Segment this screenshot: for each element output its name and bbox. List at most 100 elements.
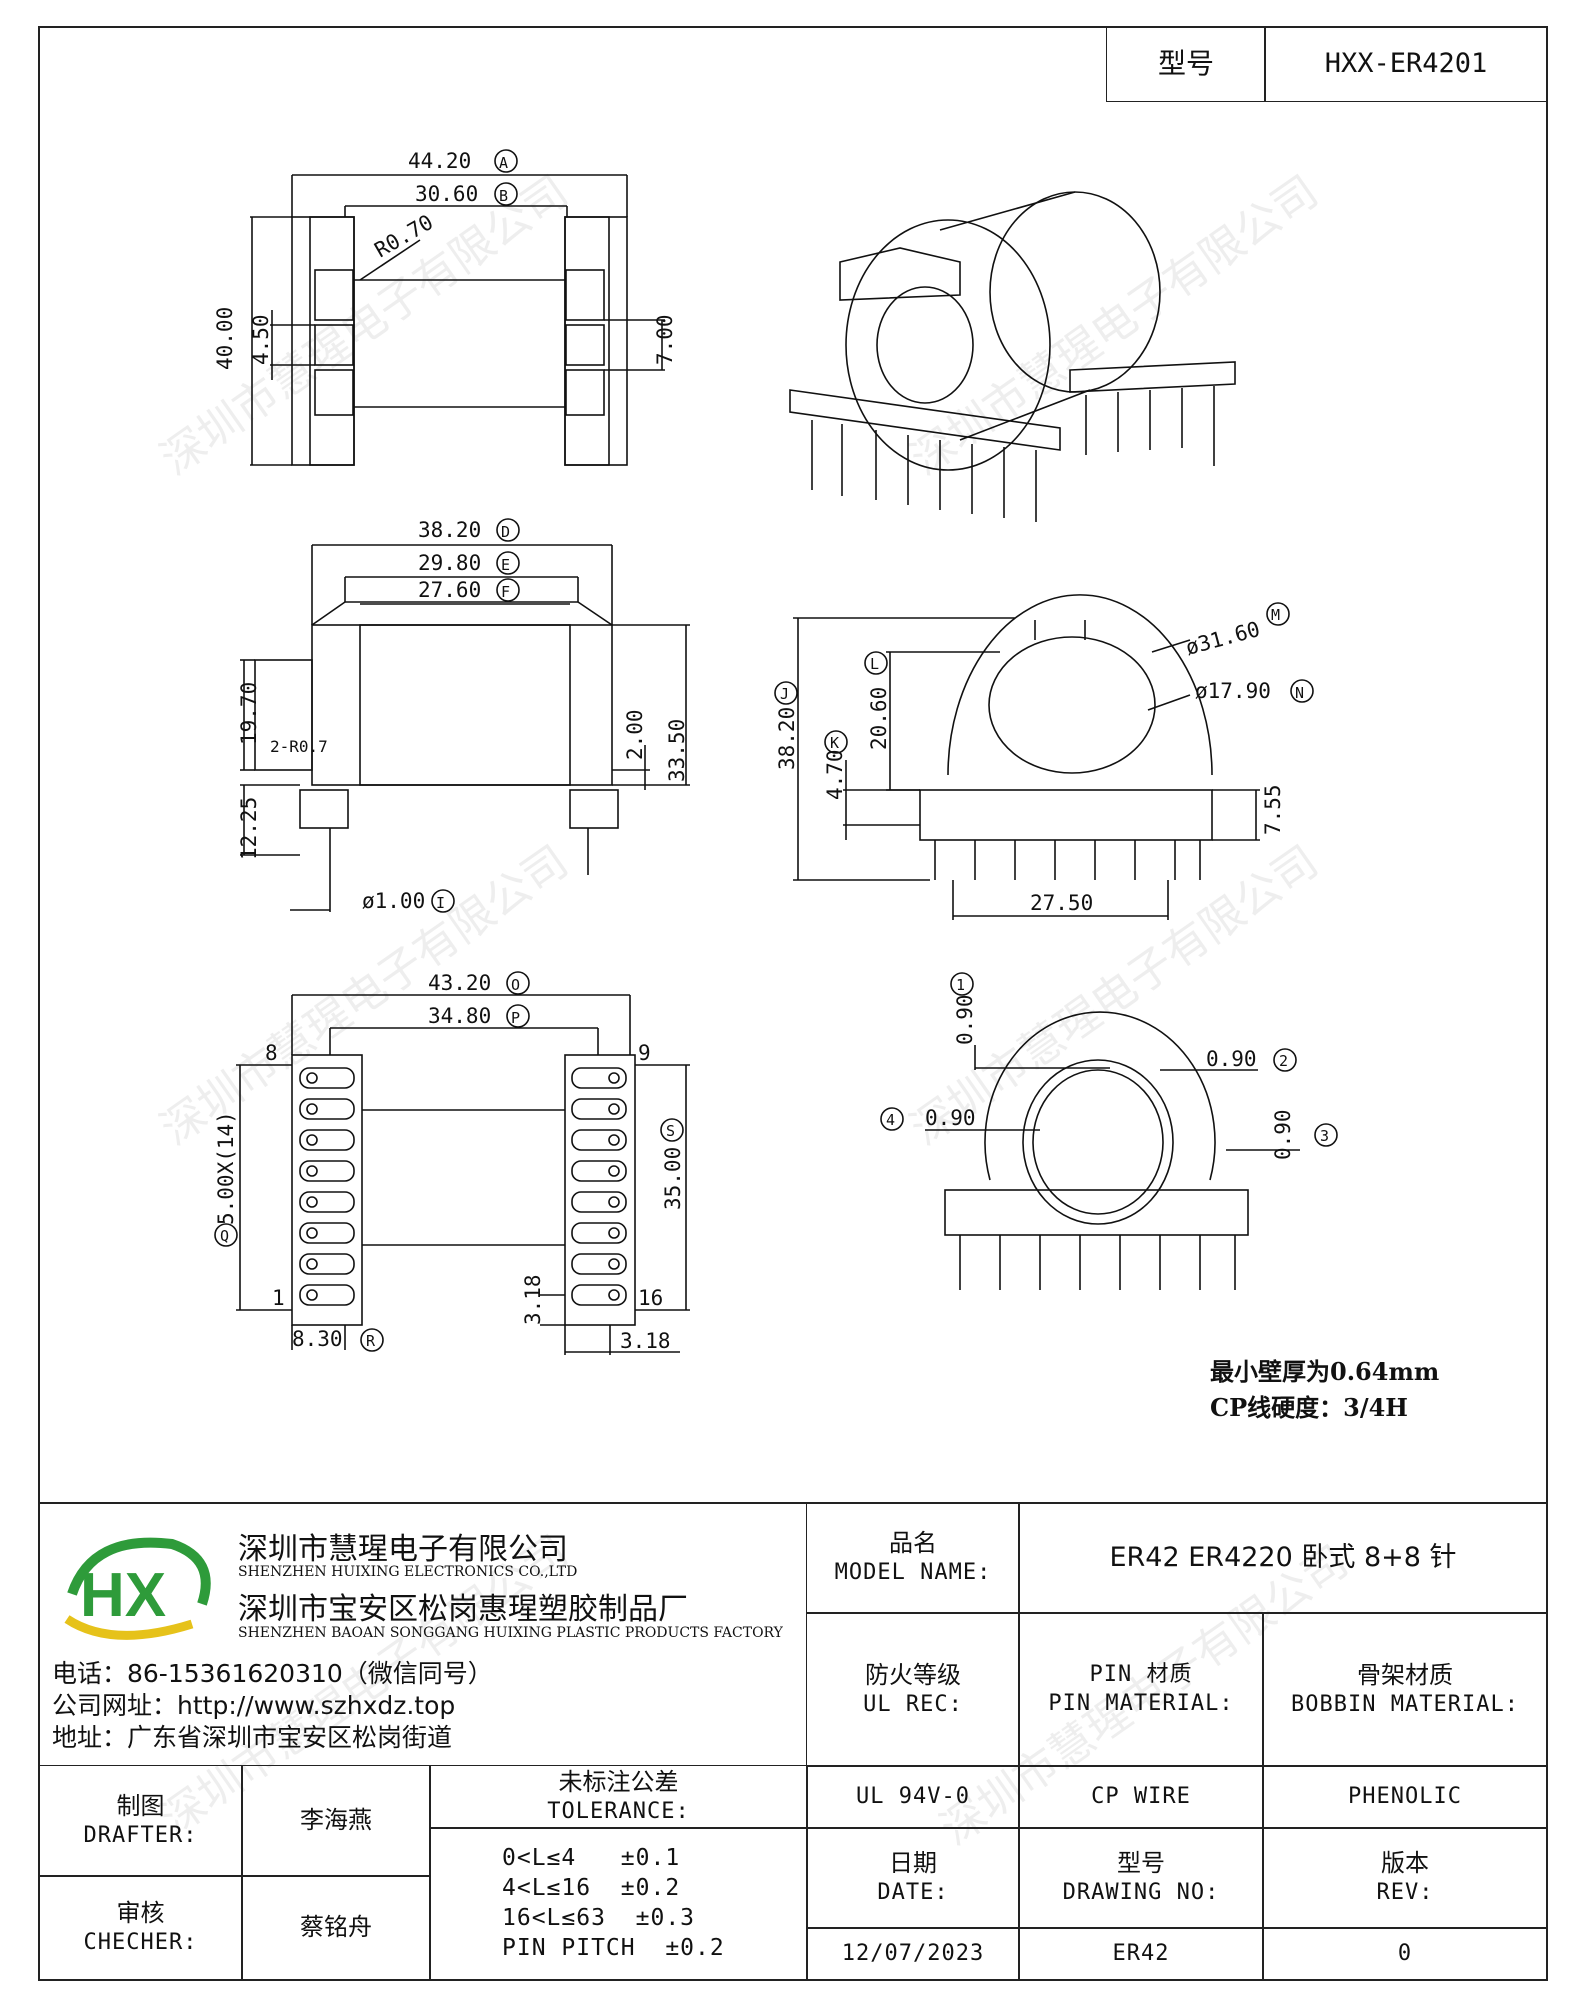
pin-pad bbox=[571, 1160, 627, 1182]
label-i: I bbox=[436, 894, 445, 912]
side-view: 38.20 D 29.80 E 27.60 F 19.70 12.25 2-R0… bbox=[237, 518, 690, 913]
note-cp-hardness: CP线硬度：3/4H bbox=[1210, 1393, 1408, 1422]
company-area: HX 深圳市慧瑆电子有限公司 SHENZHEN HUIXING ELECTRON… bbox=[38, 1502, 808, 1767]
pin-pad bbox=[571, 1253, 627, 1275]
company-name-en: SHENZHEN HUIXING ELECTRONICS CO.,LTD bbox=[238, 1564, 578, 1580]
dim-wall-1: 0.90 bbox=[953, 994, 977, 1045]
pin-hole bbox=[608, 1258, 620, 1270]
pin-hole bbox=[608, 1072, 620, 1084]
logo-text: HX bbox=[80, 1561, 166, 1630]
bobbin-material-cn: 骨架材质 bbox=[1357, 1660, 1453, 1689]
model-name-value-cell: ER42 ER4220 卧式 8+8 针 bbox=[1018, 1502, 1548, 1614]
drawing-no-value: ER42 bbox=[1112, 1940, 1170, 1966]
label-n4: 4 bbox=[886, 1111, 895, 1129]
pin-pad bbox=[571, 1067, 627, 1089]
dim-r: R0.70 bbox=[371, 210, 438, 262]
bobbin-value-cell: PHENOLIC bbox=[1262, 1765, 1548, 1829]
title-block-top-border bbox=[38, 1502, 1548, 1504]
pin-pad bbox=[571, 1098, 627, 1120]
dim-d: 38.20 bbox=[418, 518, 481, 542]
label-f: F bbox=[501, 583, 510, 601]
drawing-no-label-cell: 型号 DRAWING NO: bbox=[1018, 1827, 1264, 1929]
label-n: N bbox=[1295, 684, 1304, 702]
factory-name-en: SHENZHEN BAOAN SONGGANG HUIXING PLASTIC … bbox=[238, 1625, 783, 1641]
pin-label-1: 1 bbox=[272, 1286, 285, 1310]
label-m: M bbox=[1271, 606, 1280, 624]
dim-2750: 27.50 bbox=[1030, 891, 1093, 915]
pin-hole bbox=[608, 1103, 620, 1115]
tolerance-cn: 未标注公差 bbox=[558, 1768, 679, 1797]
model-name-en: MODEL NAME: bbox=[834, 1560, 992, 1586]
isometric-view bbox=[789, 191, 1236, 522]
pin-pad bbox=[299, 1253, 355, 1275]
pin-pad bbox=[299, 1067, 355, 1089]
company-web: 公司网址：http://www.szhxdz.top bbox=[52, 1691, 456, 1720]
date-label-cell: 日期 DATE: bbox=[806, 1827, 1020, 1929]
pin-hole bbox=[306, 1196, 318, 1208]
bobbin-material-en: BOBBIN MATERIAL: bbox=[1291, 1691, 1519, 1717]
header-model-value: HXX-ER4201 bbox=[1324, 48, 1488, 80]
dim-318a: 3.18 bbox=[521, 1274, 545, 1325]
dim-h700: 7.00 bbox=[653, 314, 677, 365]
pin-hole bbox=[306, 1072, 318, 1084]
dim-r07: 2-R0.7 bbox=[270, 737, 328, 756]
company-logo: HX bbox=[64, 1537, 211, 1640]
header-model-value-cell: HXX-ER4201 bbox=[1264, 26, 1548, 102]
dim-p: 34.80 bbox=[428, 1004, 491, 1028]
label-j: J bbox=[780, 685, 789, 703]
dim-wall-4: 0.90 bbox=[925, 1106, 976, 1130]
front-view: ø31.60 M ø17.90 N 20.60 L 4.70 K 38.20 J… bbox=[774, 594, 1314, 920]
pin-hole bbox=[306, 1134, 318, 1146]
checker-value-cell: 蔡铭舟 bbox=[241, 1875, 431, 1981]
tolerance-label-cell: 未标注公差 TOLERANCE: bbox=[429, 1765, 808, 1829]
pin-pad bbox=[571, 1191, 627, 1213]
pins-front-view bbox=[934, 840, 1201, 880]
dim-f: 27.60 bbox=[418, 578, 481, 602]
pin-label-9: 9 bbox=[638, 1041, 651, 1065]
dim-k: 4.70 bbox=[823, 749, 847, 800]
pin-pad bbox=[299, 1222, 355, 1244]
drawing-no-value-cell: ER42 bbox=[1018, 1927, 1264, 1981]
rev-value-cell: 0 bbox=[1262, 1927, 1548, 1981]
company-name-cn: 深圳市慧瑆电子有限公司 bbox=[238, 1532, 568, 1567]
pins-wall-view bbox=[959, 1235, 1236, 1290]
pin-value-cell: CP WIRE bbox=[1018, 1765, 1264, 1829]
pin-hole bbox=[306, 1289, 318, 1301]
drawing-no-en: DRAWING NO: bbox=[1062, 1880, 1220, 1906]
pin-label-16: 16 bbox=[638, 1286, 663, 1310]
dim-a: 44.20 bbox=[408, 149, 471, 173]
wall-view: 0.90 1 0.90 2 0.90 3 0.90 4 bbox=[880, 972, 1338, 1290]
checker-label-cell: 审核 CHECHER: bbox=[38, 1875, 243, 1981]
dim-dia-n: ø17.90 bbox=[1195, 679, 1271, 703]
dim-755: 7.55 bbox=[1261, 784, 1285, 835]
dim-pin: ø1.00 bbox=[362, 889, 425, 913]
dim-200: 2.00 bbox=[623, 709, 647, 760]
tolerance-line: 4<L≤16 ±0.2 bbox=[502, 1875, 681, 1902]
label-d: D bbox=[501, 523, 510, 541]
pin-label-cell: PIN 材质 PIN MATERIAL: bbox=[1018, 1612, 1264, 1767]
dim-3350: 33.50 bbox=[665, 719, 689, 782]
pin-label-8: 8 bbox=[265, 1041, 278, 1065]
company-phone: 电话：86-15361620310（微信同号） bbox=[52, 1659, 493, 1688]
pin-pad bbox=[299, 1129, 355, 1151]
label-s: S bbox=[666, 1122, 675, 1140]
pin-pads-left bbox=[299, 1067, 355, 1306]
label-q: Q bbox=[220, 1227, 229, 1245]
dim-318b: 3.18 bbox=[620, 1329, 671, 1353]
pin-pad bbox=[571, 1222, 627, 1244]
bottom-view: 43.20 O 34.80 P 5.00X(14) Q 35.00 S 8.30… bbox=[214, 971, 690, 1355]
pin-hole bbox=[608, 1289, 620, 1301]
header-model-label: 型号 bbox=[1157, 46, 1214, 80]
tolerance-line: 0<L≤4 ±0.1 bbox=[502, 1845, 681, 1872]
note-wall-thickness: 最小壁厚为0.64mm bbox=[1210, 1357, 1440, 1386]
bobbin-value: PHENOLIC bbox=[1348, 1783, 1462, 1809]
drawing-no-cn: 型号 bbox=[1117, 1849, 1165, 1878]
dim-h450: 4.50 bbox=[249, 314, 273, 365]
pin-hole bbox=[608, 1196, 620, 1208]
dim-j: 38.20 bbox=[775, 707, 799, 770]
pin-material-en: PIN MATERIAL: bbox=[1048, 1690, 1234, 1716]
rev-label-cell: 版本 REV: bbox=[1262, 1827, 1548, 1929]
pin-material-cn: PIN 材质 bbox=[1089, 1661, 1193, 1687]
bobbin-label-cell: 骨架材质 BOBBIN MATERIAL: bbox=[1262, 1612, 1548, 1767]
pin-hole bbox=[608, 1134, 620, 1146]
